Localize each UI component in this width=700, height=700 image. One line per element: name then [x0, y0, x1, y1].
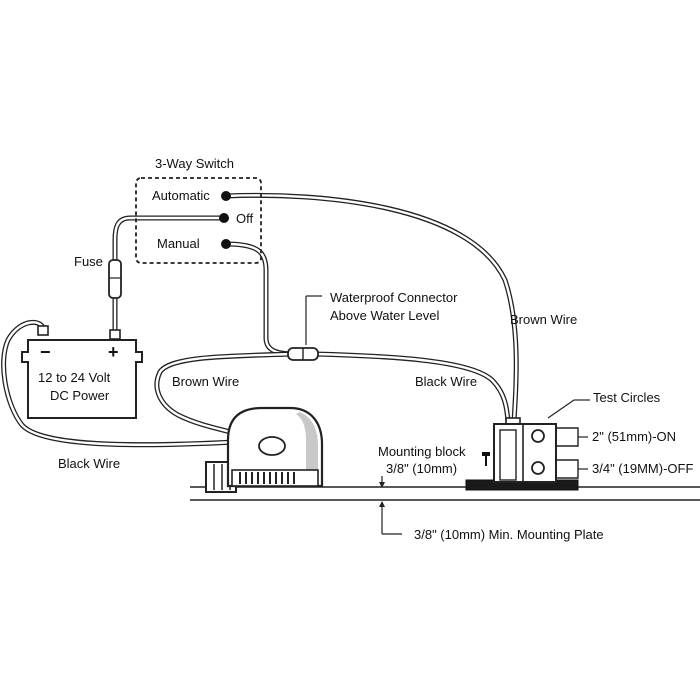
- connector-label-line1: Waterproof Connector: [330, 290, 458, 305]
- battery-label-line2: DC Power: [50, 388, 110, 403]
- off-level-label: 3/4" (19MM)-OFF: [592, 461, 693, 476]
- battery-case: [21, 339, 143, 419]
- fuse-wire-top-core: [113, 216, 226, 264]
- black-wire-battery-to-pump-core: [2, 321, 237, 446]
- brown-wire-switch-to-sensor-core: [224, 194, 518, 424]
- battery-plus-sign: +: [108, 342, 119, 362]
- battery: − + 12 to 24 Volt DC Power: [21, 325, 143, 419]
- switch-position-off: Off: [236, 211, 253, 226]
- mounting-plate: [190, 486, 700, 501]
- test-circle-off: [531, 461, 545, 475]
- battery-plus-post: [109, 329, 121, 340]
- float-sensor-unit: Test Circles 2" (51mm)-ON 3/4" (19MM)-OF…: [378, 390, 693, 491]
- black-wire-label-left: Black Wire: [58, 456, 120, 471]
- switch-position-manual: Manual: [157, 236, 200, 251]
- off-terminal-dot: [219, 213, 229, 223]
- mounting-block-label-line1: Mounting block: [378, 444, 466, 459]
- battery-minus-post: [37, 325, 49, 336]
- automatic-terminal-dot: [221, 191, 231, 201]
- bilge-pump: [205, 406, 324, 493]
- black-wire-connector-to-sensor: [311, 351, 511, 425]
- mounting-plate-label: 3/8" (10mm) Min. Mounting Plate: [414, 527, 604, 542]
- waterproof-connector: Waterproof Connector Above Water Level: [287, 290, 458, 361]
- switch-position-automatic: Automatic: [152, 188, 210, 203]
- wires: [1, 192, 519, 448]
- switch-title: 3-Way Switch: [155, 156, 234, 171]
- test-circles-leader: [547, 399, 575, 419]
- three-way-switch: 3-Way Switch Automatic Off Manual: [135, 156, 262, 264]
- sensor-side-flange: [499, 429, 517, 481]
- plate-dimension-arrows: [379, 476, 402, 535]
- fuse-body: [108, 259, 122, 299]
- battery-label-line1: 12 to 24 Volt: [38, 370, 111, 385]
- switch-dashed-box: [135, 177, 262, 264]
- brown-wire-label-right: Brown Wire: [510, 312, 577, 327]
- fuse: Fuse: [74, 254, 122, 299]
- block-dim-arrowhead: [379, 482, 385, 488]
- black-wire-label-mid: Black Wire: [415, 374, 477, 389]
- on-level-label: 2" (51mm)-ON: [592, 429, 676, 444]
- battery-minus-sign: −: [40, 342, 51, 362]
- black-wire-connector-to-sensor-core: [312, 352, 510, 424]
- mounting-screw-icon: [482, 452, 490, 466]
- test-circles-label: Test Circles: [593, 390, 661, 405]
- manual-terminal-dot: [221, 239, 231, 249]
- manual-wire-to-connector-core: [224, 242, 296, 356]
- fuse-label: Fuse: [74, 254, 103, 269]
- mounting-block-label-line2: 3/8" (10mm): [386, 461, 457, 476]
- pump-housing-shadow: [296, 412, 318, 484]
- on-level-bracket: [555, 427, 579, 447]
- manual-wire-to-connector: [223, 241, 297, 357]
- pump-badge: [258, 436, 286, 456]
- plate-dim-arrowhead: [379, 501, 385, 507]
- brown-wire-label-left: Brown Wire: [172, 374, 239, 389]
- off-level-bracket: [555, 459, 579, 479]
- connector-label-line2: Above Water Level: [330, 308, 439, 323]
- pump-intake-slots: [239, 472, 295, 484]
- test-circle-on: [531, 429, 545, 443]
- brown-wire-connector-to-pump-core: [155, 352, 296, 436]
